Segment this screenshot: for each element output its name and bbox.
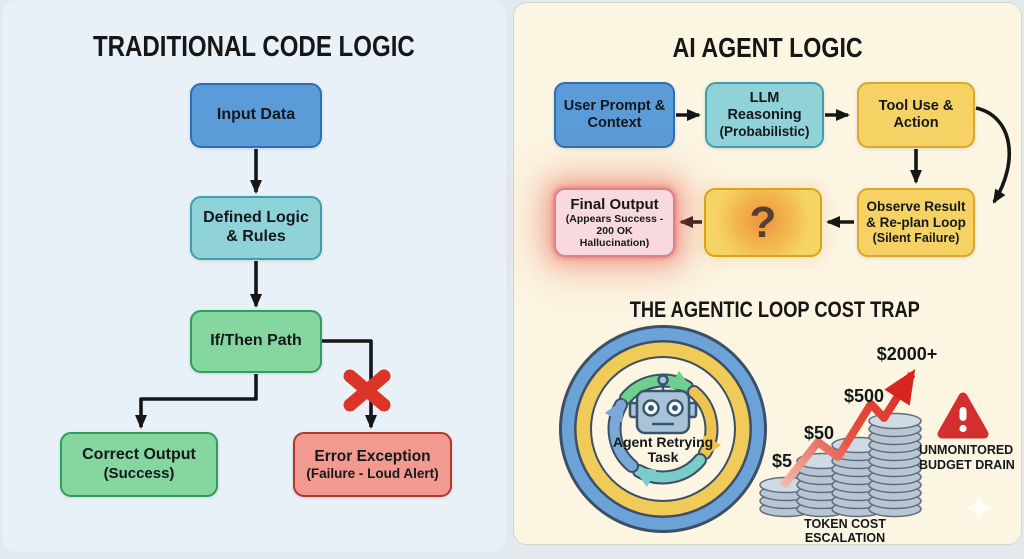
right-panel-title: AI AGENT LOGIC xyxy=(672,32,863,63)
node-final-output: Final Output (Appears Success - 200 OK H… xyxy=(554,188,675,257)
warning-caption-line2: BUDGET DRAIN xyxy=(919,457,1015,472)
warning-triangle-icon xyxy=(937,392,989,439)
node-input-data: Input Data xyxy=(190,83,322,148)
node-llm-reasoning: LLM Reasoning (Probabilistic) xyxy=(705,82,824,148)
cost-trend-arrow xyxy=(779,368,916,489)
node-if-then-path: If/Then Path xyxy=(190,310,322,373)
cost-label-2: $50 xyxy=(803,423,835,443)
cost-trap-title: THE AGENTIC LOOP COST TRAP xyxy=(629,297,921,322)
left-panel-title: TRADITIONAL CODE LOGIC xyxy=(93,31,415,63)
node-error-exception: Error Exception (Failure - Loud Alert) xyxy=(293,432,452,497)
loop-caption: Agent Retrying Task xyxy=(612,434,714,465)
cost-label-4: $2000+ xyxy=(876,344,938,364)
node-correct-output: Correct Output (Success) xyxy=(60,432,218,497)
question-mark-icon: ? xyxy=(749,197,777,247)
right-flow-arrows xyxy=(676,106,1012,228)
cost-label-1: $5 xyxy=(771,451,793,471)
sparkle-icon xyxy=(964,493,994,523)
coin-stacks xyxy=(759,412,922,518)
robot-icon xyxy=(628,374,698,435)
cost-label-3: $500 xyxy=(843,386,885,406)
left-flow-arrows xyxy=(135,149,377,429)
chart-caption: TOKEN COST ESCALATION xyxy=(804,517,886,545)
node-question-mark: ? xyxy=(704,188,822,257)
agent-loop-cycle-arrows xyxy=(604,370,722,488)
node-defined-logic: Defined Logic & Rules xyxy=(190,196,322,260)
node-user-prompt: User Prompt & Context xyxy=(554,82,675,148)
node-tool-use: Tool Use & Action xyxy=(857,82,975,148)
red-x-icon xyxy=(343,369,391,412)
warning-caption-line1: UNMONITORED xyxy=(919,443,1014,457)
node-observe-result: Observe Result & Re-plan Loop (Silent Fa… xyxy=(857,188,975,257)
